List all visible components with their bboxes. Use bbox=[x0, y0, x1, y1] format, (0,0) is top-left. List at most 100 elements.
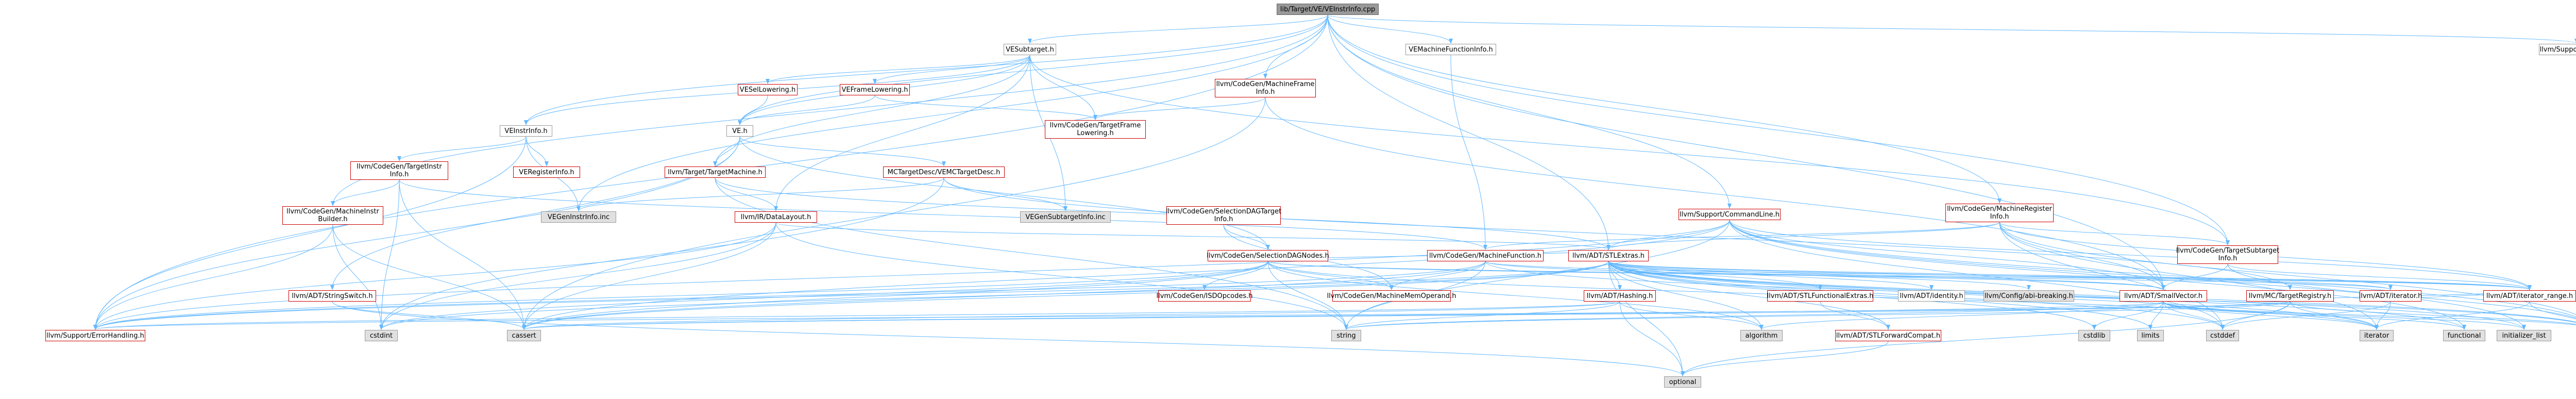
node-seldagtarget[interactable]: llvm/CodeGen/SelectionDAGTarget Info.h bbox=[1166, 206, 1281, 225]
edge-root-cmdline bbox=[1327, 14, 1732, 209]
edge-ve-stringswitch bbox=[330, 136, 740, 290]
edge-seldagnodes-isdopcodes bbox=[1202, 261, 1268, 290]
node-debug[interactable]: llvm/Support/Debug.h bbox=[2539, 44, 2576, 55]
node-label: VEInstrInfo.h bbox=[504, 127, 548, 135]
edge-instrinfo-cgtii bbox=[397, 136, 527, 161]
node-label: llvm/Support/ErrorHandling.h bbox=[46, 331, 144, 340]
node-label: llvm/Config/abi-breaking.h bbox=[1985, 292, 2073, 300]
edge-stlforward-optional bbox=[1681, 341, 1889, 376]
node-label: llvm/Target/TargetMachine.h bbox=[668, 168, 762, 176]
edge-cgtii-mf bbox=[399, 179, 1487, 250]
node-label: cassert bbox=[512, 331, 536, 340]
edge-mibuilder-errorhandling bbox=[93, 224, 333, 330]
node-gensubtargetinfo: VEGenSubtargetInfo.inc bbox=[1020, 211, 1111, 223]
node-label: algorithm bbox=[1745, 331, 1778, 340]
node-tsi[interactable]: llvm/CodeGen/TargetSubtarget Info.h bbox=[2176, 245, 2280, 264]
node-functional: functional bbox=[2443, 330, 2485, 341]
node-label: cstdint bbox=[369, 331, 393, 340]
node-label: MCTargetDesc/VEMCTargetDesc.h bbox=[887, 168, 1001, 176]
node-mo[interactable]: llvm/CodeGen/MachineMemOperand.h bbox=[1327, 290, 1456, 302]
edge-mcdesc-cstdint bbox=[379, 177, 944, 330]
node-tm[interactable]: llvm/Target/TargetMachine.h bbox=[665, 167, 766, 178]
node-errorhandling[interactable]: llvm/Support/ErrorHandling.h bbox=[45, 330, 145, 341]
node-isdopcodes[interactable]: llvm/CodeGen/ISDOpcodes.h bbox=[1156, 290, 1253, 302]
node-hashing[interactable]: llvm/ADT/Hashing.h bbox=[1584, 290, 1656, 302]
node-stlextras[interactable]: llvm/ADT/STLExtras.h bbox=[1568, 250, 1649, 261]
node-string: string bbox=[1331, 330, 1361, 341]
node-initlist: initializer_list bbox=[2497, 330, 2551, 341]
node-subtarget[interactable]: VESubtarget.h bbox=[1004, 44, 1056, 55]
edge-hashing-string bbox=[1344, 301, 1620, 330]
node-label: llvm/ADT/iterator.h bbox=[2359, 292, 2422, 300]
node-label: llvm/CodeGen/ISDOpcodes.h bbox=[1156, 292, 1253, 300]
node-label: llvm/Support/Debug.h bbox=[2539, 45, 2576, 54]
node-label: llvm/ADT/identity.h bbox=[1900, 292, 1963, 300]
node-cstdint: cstdint bbox=[365, 330, 398, 341]
node-label: string bbox=[1336, 331, 1356, 340]
node-selectionlowering[interactable]: VESelLowering.h bbox=[738, 84, 798, 95]
node-smallvector[interactable]: llvm/ADT/SmallVector.h bbox=[2120, 290, 2207, 302]
node-label: VEGenInstrInfo.inc bbox=[547, 213, 610, 221]
edge-subtarget-framelowering bbox=[873, 55, 1030, 84]
edge-ve-tm bbox=[713, 136, 740, 167]
edge-cmdline-iteratorrange bbox=[1729, 220, 2532, 290]
node-mcdesc[interactable]: MCTargetDesc/VEMCTargetDesc.h bbox=[883, 167, 1005, 178]
edge-stlextras-algorithm bbox=[1608, 261, 1764, 330]
node-identity[interactable]: llvm/ADT/identity.h bbox=[1898, 290, 1965, 302]
edge-seldagnodes-cassert bbox=[522, 261, 1268, 330]
node-iterator[interactable]: llvm/ADT/iterator.h bbox=[2359, 290, 2422, 302]
node-label: llvm/CodeGen/TargetSubtarget Info.h bbox=[2176, 247, 2280, 262]
edge-cgframeinfo-smallvector bbox=[1265, 97, 2165, 290]
node-label: llvm/MC/TargetRegistry.h bbox=[2248, 292, 2332, 300]
node-mri[interactable]: llvm/CodeGen/MachineRegister Info.h bbox=[1945, 204, 2054, 222]
node-cstddef: cstddef bbox=[2206, 330, 2239, 341]
edge-root-cgframeinfo bbox=[1263, 14, 1328, 79]
edge-mri-memory bbox=[1999, 222, 2576, 315]
node-stlfunctional[interactable]: llvm/ADT/STLFunctionalExtras.h bbox=[1767, 290, 1873, 302]
edge-mcregistry-optional bbox=[1681, 301, 2291, 376]
edge-tm-datalayout bbox=[715, 177, 778, 211]
edge-seldagnodes-mo bbox=[1267, 261, 1394, 290]
node-label: functional bbox=[2447, 331, 2481, 340]
node-label: llvm/ADT/STLExtras.h bbox=[1572, 252, 1645, 260]
node-stringswitch[interactable]: llvm/ADT/StringSwitch.h bbox=[289, 290, 376, 302]
node-framelowering[interactable]: VEFrameLowering.h bbox=[840, 84, 910, 95]
edge-cmdline-initlist bbox=[1729, 220, 2526, 330]
node-cgtii[interactable]: llvm/CodeGen/TargetInstr Info.h bbox=[350, 161, 448, 180]
node-mibuilder[interactable]: llvm/CodeGen/MachineInstr Builder.h bbox=[282, 206, 383, 225]
edge-stlextras-identity bbox=[1608, 261, 1934, 290]
node-ve[interactable]: VE.h bbox=[726, 125, 753, 137]
node-stlforward[interactable]: llvm/ADT/STLForwardCompat.h bbox=[1835, 330, 1941, 341]
node-label: llvm/CodeGen/TargetInstr Info.h bbox=[357, 163, 442, 178]
edge-mcregistry-memory bbox=[2290, 301, 2576, 325]
node-algorithm: algorithm bbox=[1740, 330, 1783, 341]
node-cassert: cassert bbox=[507, 330, 541, 341]
edge-mcregistry-string bbox=[1344, 301, 2291, 330]
node-label: llvm/ADT/StringSwitch.h bbox=[292, 292, 373, 300]
node-tfl[interactable]: llvm/CodeGen/TargetFrame Lowering.h bbox=[1045, 120, 1146, 139]
node-seldagnodes[interactable]: llvm/CodeGen/SelectionDAGNodes.h bbox=[1207, 250, 1329, 261]
edge-datalayout-stlextras bbox=[775, 222, 1611, 250]
node-cgframeinfo[interactable]: llvm/CodeGen/MachineFrame Info.h bbox=[1215, 79, 1316, 97]
edge-cgtii-cassert bbox=[399, 179, 526, 330]
node-machinefunctioninfo[interactable]: VEMachineFunctionInfo.h bbox=[1405, 44, 1496, 55]
edge-subtarget-tsi bbox=[1029, 55, 2230, 245]
node-label: llvm/ADT/STLFunctionalExtras.h bbox=[1767, 292, 1874, 300]
edge-smallvector-cstdlib bbox=[2092, 301, 2164, 330]
node-datalayout[interactable]: llvm/IR/DataLayout.h bbox=[735, 211, 817, 223]
edge-mcregistry-errorhandling bbox=[94, 301, 2291, 330]
edge-datalayout-cstdint bbox=[379, 222, 776, 330]
node-limits: limits bbox=[2137, 330, 2164, 341]
node-mf[interactable]: llvm/CodeGen/MachineFunction.h bbox=[1427, 250, 1544, 261]
node-label: llvm/ADT/iterator_range.h bbox=[2486, 292, 2573, 300]
node-label: lib/Target/VE/VEInstrInfo.cpp bbox=[1280, 5, 1376, 13]
edge-mf-smallvector bbox=[1485, 261, 2165, 290]
node-reginfo[interactable]: VERegisterInfo.h bbox=[513, 167, 580, 178]
edge-subtarget-tm bbox=[713, 55, 1030, 167]
edge-subtarget-tfl bbox=[1029, 55, 1097, 120]
node-instrinfo[interactable]: VEInstrInfo.h bbox=[500, 125, 552, 137]
node-mcregistry[interactable]: llvm/MC/TargetRegistry.h bbox=[2246, 290, 2334, 302]
node-optional: optional bbox=[1664, 376, 1701, 388]
node-cmdline[interactable]: llvm/Support/CommandLine.h bbox=[1679, 209, 1781, 220]
node-iteratorrange[interactable]: llvm/ADT/iterator_range.h bbox=[2483, 290, 2576, 302]
